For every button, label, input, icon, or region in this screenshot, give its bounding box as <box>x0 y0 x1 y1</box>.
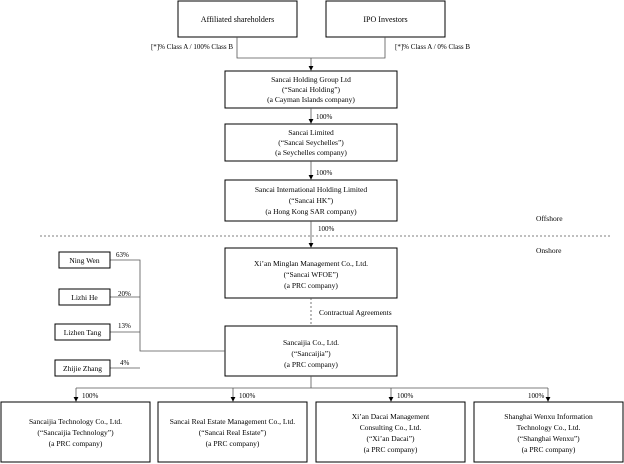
seychelles-name: Sancai Limited <box>288 128 334 137</box>
subsidiary-line: Shanghai Wenxu Information <box>504 412 593 421</box>
subsidiary-line: (a PRC company) <box>522 445 576 454</box>
individual-name: Lizhen Tang <box>64 328 102 337</box>
subsidiary-box-shanghai-wenxu: Shanghai Wenxu Information Technology Co… <box>473 401 624 463</box>
sancaijia-alias: (“Sancaijia”) <box>291 349 331 358</box>
individual-pct: 4% <box>120 359 130 367</box>
individual-name: Zhijie Zhang <box>63 364 102 373</box>
subsidiary-line: (“Xi’an Dacai”) <box>366 434 415 443</box>
subsidiary-line: (a PRC company) <box>206 439 260 448</box>
subsidiary-pct: 100% <box>528 392 545 400</box>
affiliated-shareholders-box: Affiliated shareholders <box>177 0 298 38</box>
ipo-stake-label: [*]% Class A / 0% Class B <box>395 43 470 51</box>
individual-pct: 63% <box>116 251 129 259</box>
affiliated-stake-label: [*]% Class A / 100% Class B <box>151 43 233 51</box>
hk-alias: (“Sancai HK”) <box>289 196 334 205</box>
shareholder-connector <box>236 37 386 59</box>
sancai-hk-box: Sancai International Holding Limited (“S… <box>224 179 398 222</box>
hk-jurisdiction: (a Hong Kong SAR company) <box>265 207 357 216</box>
affiliated-shareholders-label: Affiliated shareholders <box>201 15 274 24</box>
subsidiary-line: Xi’an Dacai Management <box>352 412 430 421</box>
sancai-seychelles-box: Sancai Limited (“Sancai Seychelles”) (a … <box>224 123 398 162</box>
holding-alias: (“Sancai Holding”) <box>282 85 341 94</box>
subsidiary-line: (“Shanghai Wenxu”) <box>517 434 580 443</box>
onshore-label: Onshore <box>536 246 562 255</box>
individual-box-lizhen-tang: Lizhen Tang <box>54 323 111 341</box>
holding-jurisdiction: (a Cayman Islands company) <box>267 95 355 104</box>
seychelles-to-hk-pct: 100% <box>316 169 333 177</box>
wfoe-jurisdiction: (a PRC company) <box>284 281 338 290</box>
subsidiary-pct: 100% <box>82 392 99 400</box>
holding-name: Sancai Holding Group Ltd <box>271 75 351 84</box>
individual-name: Ning Wen <box>69 256 100 265</box>
individual-pct: 20% <box>118 290 131 298</box>
seychelles-alias: (“Sancai Seychelles”) <box>278 138 344 147</box>
contractual-agreements-label: Contractual Agreements <box>319 308 392 317</box>
ipo-investors-label: IPO Investors <box>363 15 407 24</box>
subsidiary-box-sancai-real-estate: Sancai Real Estate Management Co., Ltd. … <box>157 401 308 463</box>
subsidiary-pct: 100% <box>239 392 256 400</box>
wfoe-alias: (“Sancai WFOE”) <box>284 270 339 279</box>
subsidiary-line: Sancai Real Estate Management Co., Ltd. <box>170 417 296 426</box>
offshore-label: Offshore <box>536 214 563 223</box>
subsidiary-line: (“Sancaijia Technology”) <box>37 428 114 437</box>
sancaijia-box: Sancaijia Co., Ltd. (“Sancaijia”) (a PRC… <box>224 325 398 377</box>
hk-name: Sancai International Holding Limited <box>255 185 368 194</box>
subsidiary-line: (a PRC company) <box>364 445 418 454</box>
subsidiary-line: (a PRC company) <box>49 439 103 448</box>
sancai-holding-box: Sancai Holding Group Ltd (“Sancai Holdin… <box>224 70 398 109</box>
individual-box-ning-wen: Ning Wen <box>58 251 111 269</box>
subsidiary-line: Technology Co., Ltd. <box>517 423 581 432</box>
subsidiary-line: Sancaijia Technology Co., Ltd. <box>29 417 122 426</box>
subsidiary-pct: 100% <box>397 392 414 400</box>
individual-pct: 13% <box>118 322 131 330</box>
subsidiary-box-xian-dacai: Xi’an Dacai Management Consulting Co., L… <box>315 401 466 463</box>
sancaijia-jurisdiction: (a PRC company) <box>284 360 338 369</box>
hk-to-wfoe-pct: 100% <box>318 225 335 233</box>
ipo-investors-box: IPO Investors <box>325 0 446 38</box>
subsidiary-line: Consulting Co., Ltd. <box>360 423 422 432</box>
sancaijia-name: Sancaijia Co., Ltd. <box>283 338 339 347</box>
holding-to-seychelles-pct: 100% <box>316 113 333 121</box>
subsidiary-box-sancaijia-technology: Sancaijia Technology Co., Ltd. (“Sancaij… <box>0 401 151 463</box>
seychelles-jurisdiction: (a Seychelles company) <box>275 148 347 157</box>
individual-box-zhijie-zhang: Zhijie Zhang <box>54 359 111 377</box>
wfoe-name: Xi’an Minglan Management Co., Ltd. <box>254 259 368 268</box>
individual-name: Lizhi He <box>71 293 98 302</box>
sancai-wfoe-box: Xi’an Minglan Management Co., Ltd. (“San… <box>224 247 398 299</box>
subsidiary-line: (“Sancai Real Estate”) <box>199 428 267 437</box>
individuals-bus <box>110 259 225 352</box>
individual-box-lizhi-he: Lizhi He <box>58 288 111 306</box>
